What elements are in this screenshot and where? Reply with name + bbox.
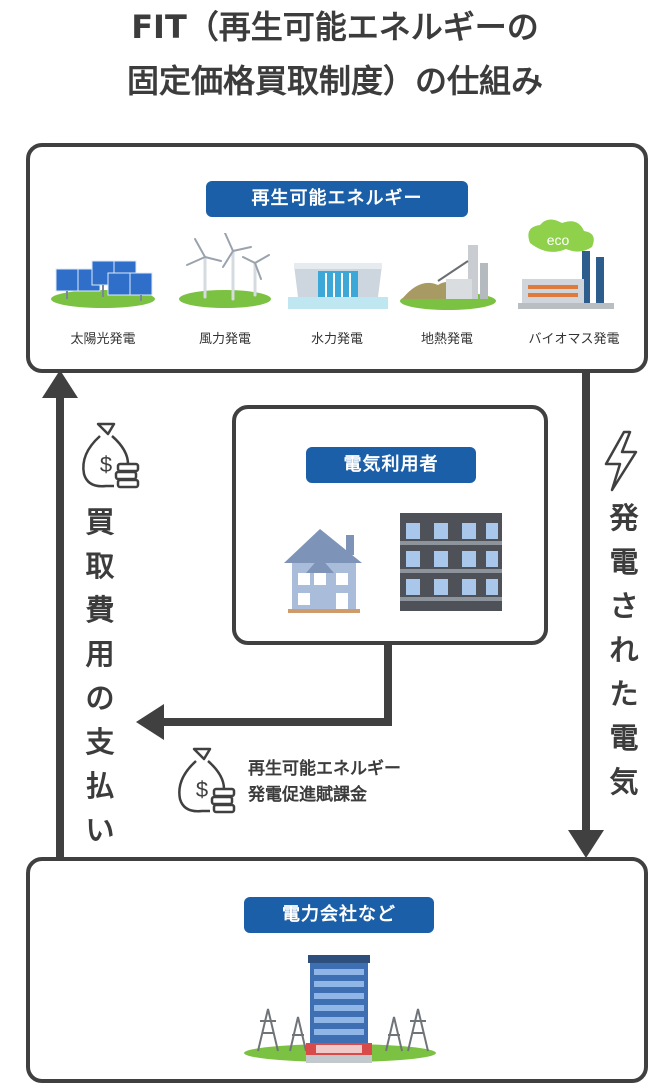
page-title: FIT（再生可能エネルギーの 固定価格買取制度）の仕組み bbox=[0, 0, 670, 108]
svg-text:$: $ bbox=[196, 777, 208, 802]
title-line-1: FIT（再生可能エネルギーの bbox=[131, 8, 539, 46]
source-label-hydro: 水力発電 bbox=[310, 332, 363, 347]
surcharge-line-1: 再生可能エネルギー bbox=[248, 759, 401, 779]
wind-turbine-icon bbox=[175, 233, 275, 309]
biomass-factory-icon: eco bbox=[518, 217, 618, 313]
money-bag-icon-2: $ bbox=[174, 745, 238, 817]
house-icon bbox=[280, 523, 374, 615]
money-bag-icon: $ bbox=[78, 420, 142, 492]
surcharge-line-2: 発電促進賦課金 bbox=[248, 785, 367, 805]
generated-power-text: 発電された電気 bbox=[604, 496, 644, 804]
power-company-box: 電力会社など bbox=[26, 857, 648, 1083]
purchase-payment-char: の bbox=[85, 681, 115, 715]
solar-panel-icon bbox=[48, 247, 158, 309]
generated-power-char: 電 bbox=[609, 721, 639, 755]
title-line-2: 固定価格買取制度）の仕組み bbox=[126, 62, 543, 100]
purchase-payment-char: い bbox=[85, 813, 115, 847]
source-label-geothermal: 地熱発電 bbox=[420, 332, 473, 347]
generated-power-char: 電 bbox=[609, 545, 639, 579]
purchase-payment-char: 取 bbox=[85, 549, 115, 583]
purchase-payment-text: 買取費用の支払い bbox=[80, 500, 120, 852]
dam-icon bbox=[288, 259, 388, 311]
purchase-payment-char: 支 bbox=[85, 725, 115, 759]
source-label-biomass: バイオマス発電 bbox=[528, 332, 620, 347]
apartment-icon bbox=[396, 509, 506, 615]
purchase-payment-char: 買 bbox=[85, 505, 115, 539]
electricity-user-box: 電気利用者 bbox=[232, 405, 548, 645]
electricity-user-label: 電気利用者 bbox=[306, 447, 476, 483]
eco-text: eco bbox=[547, 232, 570, 248]
source-label-solar: 太陽光発電 bbox=[70, 332, 136, 347]
purchase-payment-char: 費 bbox=[85, 593, 115, 627]
generated-power-char: れ bbox=[609, 633, 639, 667]
svg-text:$: $ bbox=[100, 452, 112, 477]
renewable-energy-box: 再生可能エネルギー 太陽光発電 風力発電 bbox=[26, 143, 648, 373]
office-tower-icon bbox=[306, 955, 372, 1067]
purchase-payment-arrow bbox=[42, 370, 78, 860]
power-company-label: 電力会社など bbox=[244, 897, 434, 933]
generated-power-arrow bbox=[568, 372, 604, 858]
source-label-wind: 風力発電 bbox=[198, 332, 251, 347]
surcharge-text: 再生可能エネルギー 発電促進賦課金 bbox=[248, 756, 401, 808]
generated-power-char: 発 bbox=[609, 501, 639, 535]
surcharge-arrow bbox=[136, 642, 392, 740]
purchase-payment-char: 用 bbox=[85, 637, 115, 671]
renewable-energy-label: 再生可能エネルギー bbox=[206, 181, 468, 217]
purchase-payment-char: 払 bbox=[85, 769, 115, 803]
generated-power-char: た bbox=[609, 677, 639, 711]
generated-power-char: 気 bbox=[609, 765, 639, 799]
lightning-icon bbox=[602, 430, 640, 492]
geothermal-plant-icon bbox=[398, 241, 498, 311]
generated-power-char: さ bbox=[609, 589, 639, 623]
